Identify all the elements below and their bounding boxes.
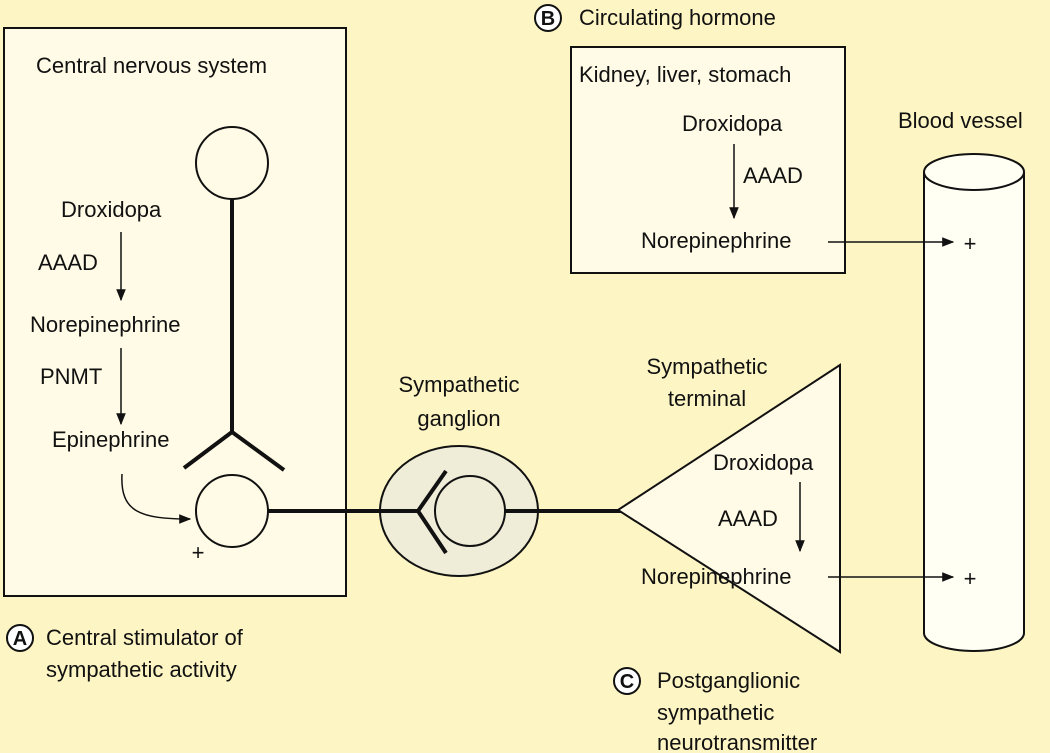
cns-box [3,27,347,597]
caption-c-badge [613,667,641,695]
hormone-droxidopa: Droxidopa [682,111,783,136]
caption-b-letter: B [541,8,555,30]
vessel-body [923,172,1025,652]
cns-title: Central nervous system [36,53,267,78]
caption-b-badge [534,4,562,32]
cns-enzyme-pnmt: PNMT [40,364,102,389]
hormone-box-title: Kidney, liver, stomach [579,62,791,87]
hormone-norepinephrine: Norepinephrine [641,228,791,253]
ganglion-synapse-lower [416,509,448,555]
terminal-norepinephrine: Norepinephrine [641,564,791,589]
terminal-label-line2: terminal [668,386,746,411]
cns-enzyme-aaad: AAAD [38,250,98,275]
ganglion-label-line2: ganglion [417,406,500,431]
ganglion-synapse-upper [416,469,448,513]
caption-a-line1: Central stimulator of [46,625,244,650]
caption-a-line2: sympathetic activity [46,657,237,682]
cns-axon-terminal-left [182,430,234,470]
cns-plus-sign: + [192,540,205,565]
terminal-droxidopa: Droxidopa [713,450,814,475]
caption-c-line1: Postganglionic [657,668,800,693]
terminal-triangle [616,363,841,654]
cns-axon-terminal-right [230,430,286,472]
cns-droxidopa: Droxidopa [61,197,162,222]
caption-c-letter: C [620,671,634,693]
ganglion-neuron-body [434,475,506,547]
ganglion-label-line1: Sympathetic [398,372,519,397]
cns-lower-neuron-body [195,474,269,548]
terminal-label-line1: Sympathetic [646,354,767,379]
caption-a-badge [6,624,34,652]
vessel-plus-lower: + [964,566,977,591]
hormone-enzyme-aaad: AAAD [743,163,803,188]
caption-b-text: Circulating hormone [579,5,776,30]
caption-c-line2: sympathetic [657,700,774,725]
cns-epinephrine: Epinephrine [52,427,169,452]
vessel-label: Blood vessel [898,108,1023,133]
caption-a-letter: A [13,628,27,650]
caption-c-line3: neurotransmitter [657,730,817,753]
vessel-top-opening [923,153,1025,191]
vessel-plus-upper: + [964,231,977,256]
cns-epinephrine-arrow [121,473,192,524]
terminal-enzyme-aaad: AAAD [718,506,778,531]
cns-norepinephrine: Norepinephrine [30,312,180,337]
cns-upper-neuron-body [195,126,269,200]
hormone-box [570,46,846,274]
